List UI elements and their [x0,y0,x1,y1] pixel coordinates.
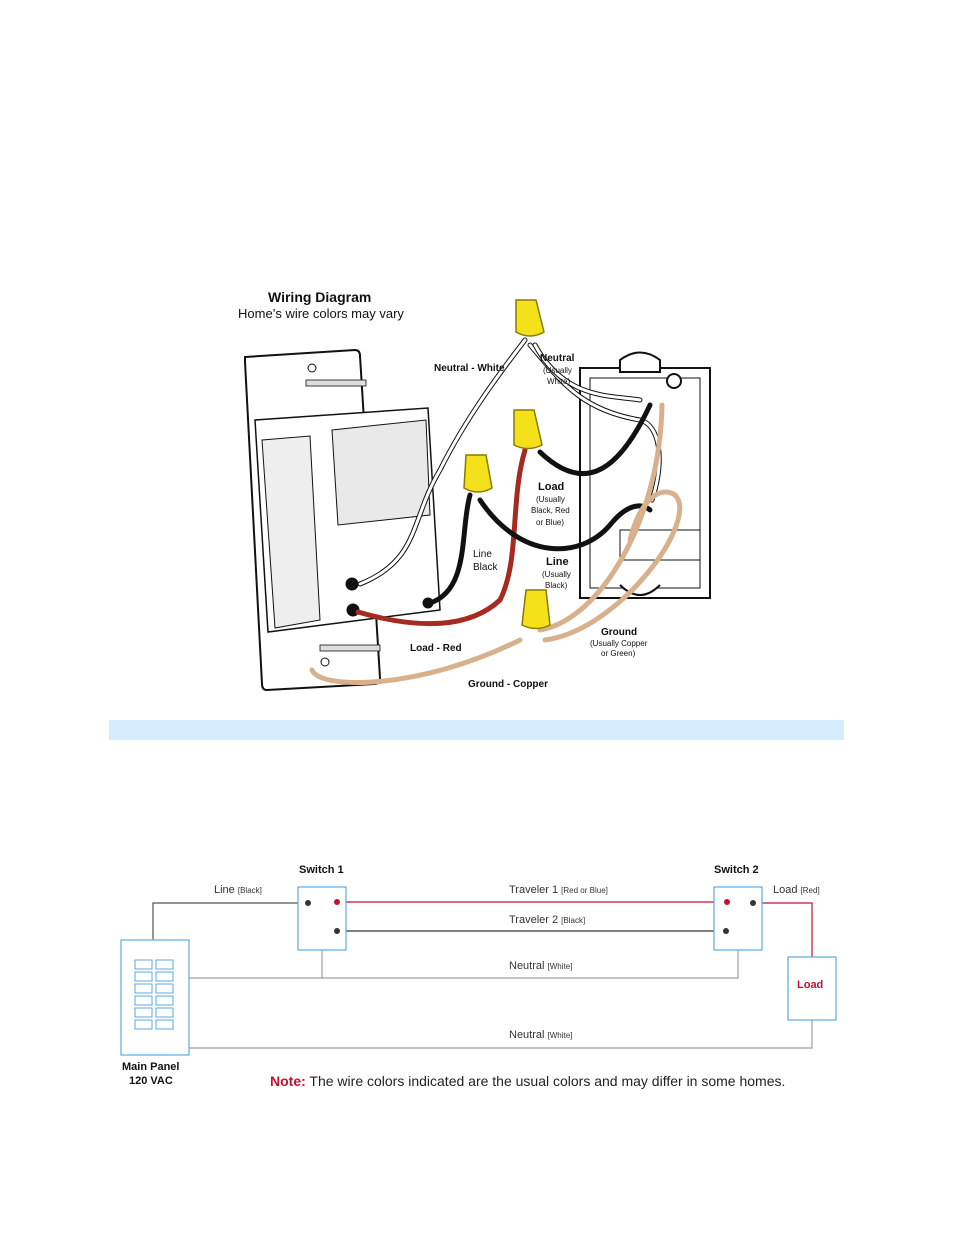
dimmer-switch [244,348,441,692]
label-load-colors-2: or Blue) [536,518,565,527]
label-line: Line [546,556,569,568]
wire-nuts [463,299,551,630]
load-box [787,956,837,1021]
label-neutral-usually: (Usually [543,366,572,375]
label-load-red: Load - Red [410,643,462,654]
main-panel-label: Main Panel [122,1061,180,1073]
label-neutral-white: Neutral - White [434,363,505,374]
switch-2-label: Switch 2 [714,864,759,876]
note-text: The wire colors indicated are the usual … [305,1073,786,1089]
wiring-illustration [244,299,711,692]
label-load-colors: Black, Red [531,506,570,515]
main-panel-voltage: 120 VAC [129,1075,173,1087]
label-ground: Ground [601,627,638,638]
label-ground-colors: or Green) [601,649,636,658]
switch-1-box [297,886,347,951]
three-way-schematic [120,886,837,1056]
wall-box [579,351,711,599]
label-neutral-white-note: White) [547,377,571,386]
line-label: Line [Black] [214,884,262,896]
load-wire-label: Load [Red] [773,884,820,896]
label-line-black-2: Black [473,562,498,573]
label-ground-copper: Ground - Copper [468,679,548,690]
wire-color-note: Note: The wire colors indicated are the … [270,1073,785,1089]
load-box-label: Load [797,979,824,991]
switch-2-box [713,886,763,951]
wire-load-red [355,447,528,627]
wire-ground-copper [309,637,523,685]
switch-1-label: Switch 1 [299,864,344,876]
neutral-label-2: Neutral [White] [509,1029,573,1041]
label-load: Load [538,481,565,493]
label-line-black-1: Line [473,549,492,560]
wiring-diagram-title: Wiring Diagram [268,289,372,305]
main-panel-box [120,939,190,1056]
traveler-2-label: Traveler 2 [Black] [509,914,586,926]
label-line-black-note: Black) [545,581,568,590]
label-line-usually: (Usually [542,570,571,579]
label-ground-usually: (Usually Copper [590,639,648,648]
wire-load-black [537,402,653,477]
label-load-usually: (Usually [536,495,565,504]
section-divider [109,720,844,740]
traveler-1-label: Traveler 1 [Red or Blue] [509,884,608,896]
neutral-label-1: Neutral [White] [509,960,573,972]
wiring-diagram-subtitle: Home’s wire colors may vary [238,306,404,321]
wire-line-black [427,492,473,606]
note-label: Note: [270,1073,306,1089]
label-neutral: Neutral [540,353,575,364]
